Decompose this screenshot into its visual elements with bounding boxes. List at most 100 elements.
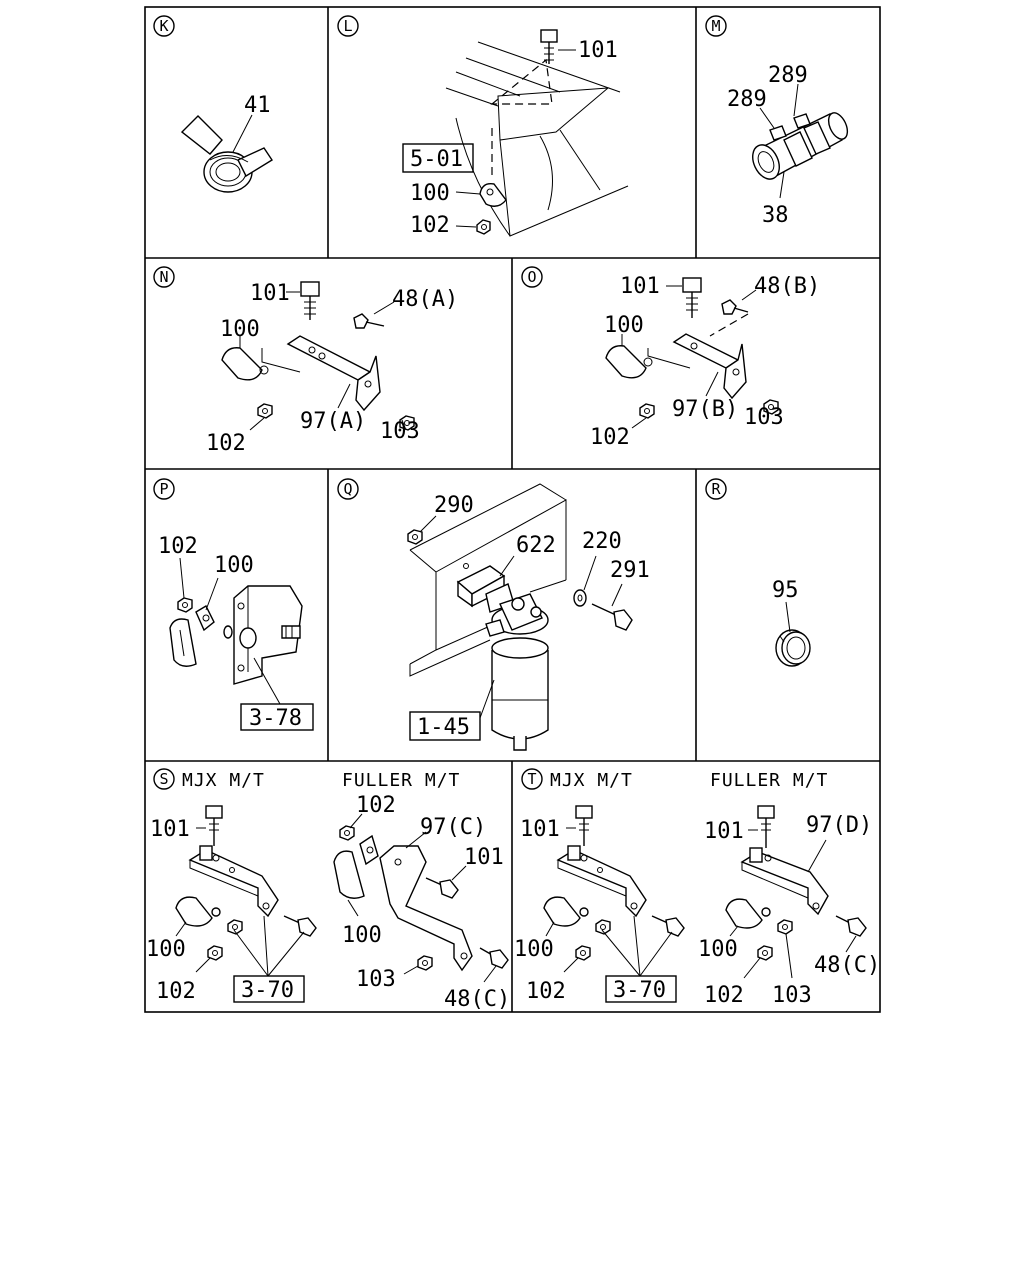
panel-header-t: MJX M/T (550, 770, 633, 791)
frame-outline (445, 41, 629, 237)
label-103: 103 (380, 419, 420, 444)
label-48a: 48(A) (392, 287, 458, 312)
ref-label-3-70: 3-70 (241, 978, 294, 1003)
label-102: 102 (410, 213, 450, 238)
nut-102 (339, 825, 355, 841)
label-41: 41 (244, 93, 271, 118)
panel-q: Q 290 622 (337, 478, 650, 751)
label-101: 101 (704, 819, 744, 844)
label-102: 102 (704, 983, 744, 1008)
label-97d: 97(D) (806, 813, 872, 838)
label-101: 101 (250, 281, 290, 306)
bolt-101 (425, 877, 459, 899)
nut-102 (476, 219, 491, 235)
bracket-3-78 (233, 585, 303, 685)
panel-s-mjx: S MJX M/T 101 100 102 (146, 768, 317, 1004)
panel-s-fuller: FULLER M/T 102 100 97(C) 101 (333, 770, 510, 1012)
panel-letter-t: T (527, 770, 536, 788)
clip-100 (543, 896, 589, 927)
label-102: 102 (206, 431, 246, 456)
clip-100 (169, 605, 215, 667)
panel-m: M 289 289 38 (705, 15, 849, 228)
label-103: 103 (772, 983, 812, 1008)
bolt-101 (757, 805, 775, 848)
panel-k: K 41 (153, 15, 273, 193)
bolt-48c (835, 915, 867, 937)
label-102: 102 (590, 425, 630, 450)
nut-102 (177, 597, 193, 613)
ref-label-5-01: 5-01 (410, 147, 463, 172)
bracket-t (556, 845, 647, 918)
frame-rail (409, 483, 567, 677)
label-100: 100 (220, 317, 260, 342)
label-289-left: 289 (727, 87, 767, 112)
label-97a: 97(A) (300, 409, 366, 434)
label-101: 101 (620, 274, 660, 299)
label-100: 100 (214, 553, 254, 578)
ref-box-3-70 (605, 975, 677, 1003)
label-102: 102 (526, 979, 566, 1004)
bracket-97c (379, 845, 473, 972)
label-100: 100 (604, 313, 644, 338)
ref-label-1-45: 1-45 (417, 715, 470, 740)
label-38: 38 (762, 203, 789, 228)
label-101: 101 (578, 38, 618, 63)
nut-103 (763, 399, 779, 415)
bolt-101 (300, 281, 320, 320)
label-100: 100 (410, 181, 450, 206)
nut-102 (575, 945, 591, 961)
clip-100 (605, 345, 653, 379)
clip-100 (333, 834, 379, 899)
nut-102 (757, 945, 773, 961)
bolt-48a (353, 313, 385, 329)
panel-letter-p: P (159, 480, 168, 498)
fuel-filter-1-45 (485, 583, 549, 751)
label-48c: 48(C) (814, 953, 880, 978)
panel-letter-s: S (159, 770, 168, 788)
ref-label-3-70: 3-70 (613, 978, 666, 1003)
panel-letter-n: N (159, 268, 168, 286)
label-291: 291 (610, 558, 650, 583)
panel-p: P 102 100 3-78 (153, 478, 314, 731)
label-289-top: 289 (768, 63, 808, 88)
nut-s (227, 919, 243, 935)
label-102: 102 (356, 793, 396, 818)
label-97b: 97(B) (672, 397, 738, 422)
nut-103 (417, 955, 433, 971)
grommet-95 (775, 629, 811, 667)
panel-grid (144, 6, 881, 1013)
clip-100 (725, 898, 771, 929)
ref-box-3-78 (240, 703, 314, 731)
stud-bolt (223, 625, 301, 639)
label-100: 100 (514, 937, 554, 962)
label-100: 100 (146, 937, 186, 962)
panel-n: N 101 48(A) 100 (153, 266, 458, 456)
panel-letter-o: O (527, 268, 536, 286)
label-100: 100 (342, 923, 382, 948)
label-220: 220 (582, 529, 622, 554)
panel-header-s: MJX M/T (182, 770, 265, 791)
label-101: 101 (464, 845, 504, 870)
bracket-s (188, 845, 279, 918)
label-97c: 97(C) (420, 815, 486, 840)
bolt-101 (205, 805, 223, 846)
bolt-101 (575, 805, 593, 846)
nut-102 (257, 403, 273, 419)
label-48b: 48(B) (754, 274, 820, 299)
hose-38-with-clamps (752, 112, 849, 180)
nut-103 (777, 919, 793, 935)
panel-letter-r: R (711, 480, 721, 498)
label-103: 103 (744, 405, 784, 430)
label-102: 102 (156, 979, 196, 1004)
label-102: 102 (158, 534, 198, 559)
bolt-101 (682, 277, 702, 318)
panel-o: O 101 48(B) 100 (521, 266, 820, 450)
panel-r: R 95 (705, 478, 811, 667)
bracket-97b (672, 333, 747, 400)
hose-clamp-41 (180, 115, 273, 193)
label-95: 95 (772, 578, 799, 603)
ref-label-3-78: 3-78 (249, 706, 302, 731)
panel-header-t2: FULLER M/T (710, 770, 828, 791)
